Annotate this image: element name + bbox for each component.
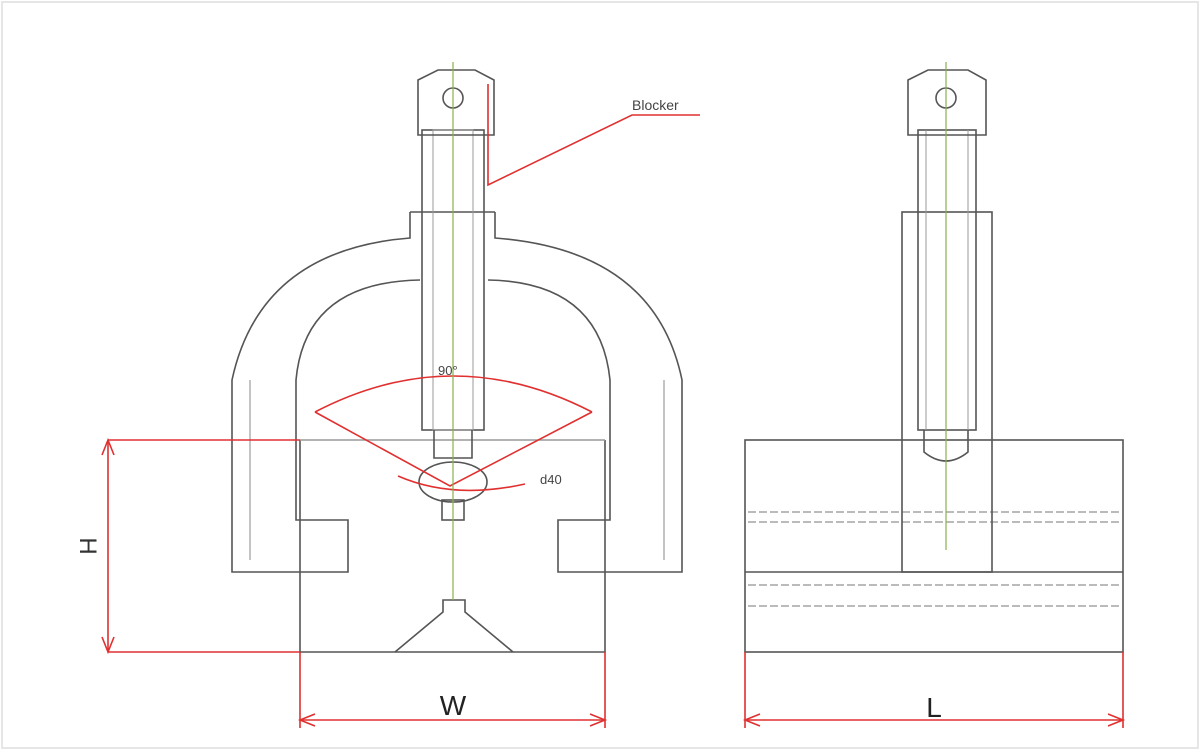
v-block-base — [299, 572, 606, 653]
side-block-body — [744, 439, 1124, 653]
side-view-dimensions — [742, 652, 1126, 728]
side-hidden-lines — [748, 511, 1120, 607]
v-groove — [394, 599, 514, 653]
clamp-arch-right — [487, 212, 683, 573]
length-label: L — [926, 692, 942, 723]
length-ext-lines — [744, 652, 1124, 728]
side-screw-shaft — [917, 129, 977, 431]
screw-head — [417, 69, 495, 136]
small-dimension-label: d40 — [540, 472, 562, 487]
width-label: W — [440, 690, 467, 721]
side-clamp-body — [901, 211, 993, 573]
clamp-arch-left — [231, 212, 421, 573]
v-block-body-sides — [299, 440, 606, 572]
callout-leader — [487, 84, 700, 187]
side-screw-core — [925, 130, 969, 430]
angle-label: 90° — [438, 363, 458, 378]
front-view — [231, 69, 683, 653]
height-arrows — [101, 437, 115, 655]
width-arrows — [297, 713, 608, 727]
callout-label: Blocker — [632, 97, 679, 113]
arch-inner-lines — [249, 380, 665, 560]
front-view-dimensions — [101, 84, 700, 728]
ball-arc — [397, 475, 526, 492]
height-label: H — [74, 537, 101, 554]
side-screw-head — [907, 69, 987, 136]
angle-lines — [314, 411, 593, 487]
width-ext-lines — [299, 652, 606, 728]
side-view — [744, 69, 1124, 653]
length-arrows — [742, 713, 1126, 727]
